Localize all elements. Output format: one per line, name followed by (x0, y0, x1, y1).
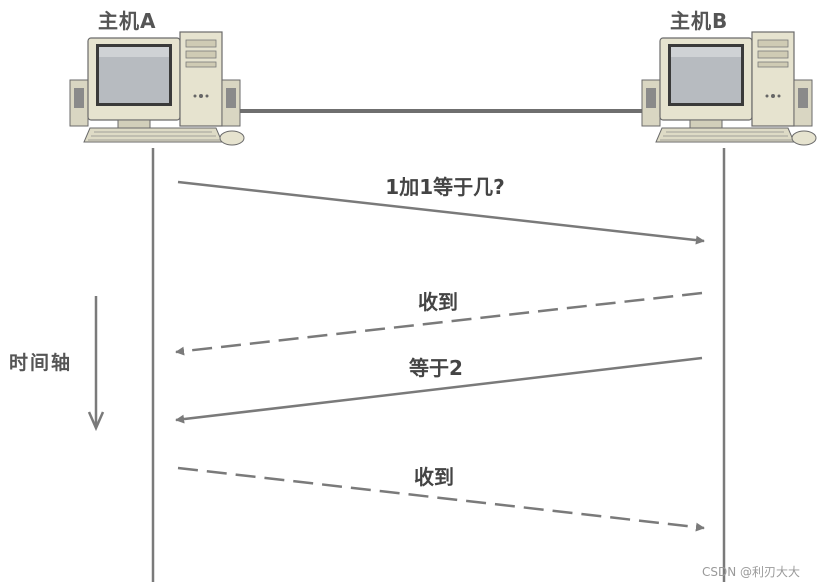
message-arrow-4 (177, 466, 705, 532)
message-label-3: 等于2 (409, 356, 463, 380)
host-a-label: 主机A (98, 9, 157, 33)
message-arrow-3 (175, 356, 703, 424)
computer-icon-host-a (69, 31, 245, 146)
message-label-2: 收到 (418, 290, 458, 314)
computer-icon-host-b (641, 31, 817, 146)
message-arrow-1 (177, 180, 705, 245)
message-label-1: 1加1等于几? (385, 175, 505, 199)
timeline-arrowhead-icon (87, 411, 105, 432)
message-label-4: 收到 (414, 465, 454, 489)
host-b-label: 主机B (670, 9, 729, 33)
watermark: CSDN @利刃大大 (702, 565, 801, 579)
message-arrow-2 (175, 291, 703, 356)
timeline-label: 时间轴 (9, 352, 73, 374)
